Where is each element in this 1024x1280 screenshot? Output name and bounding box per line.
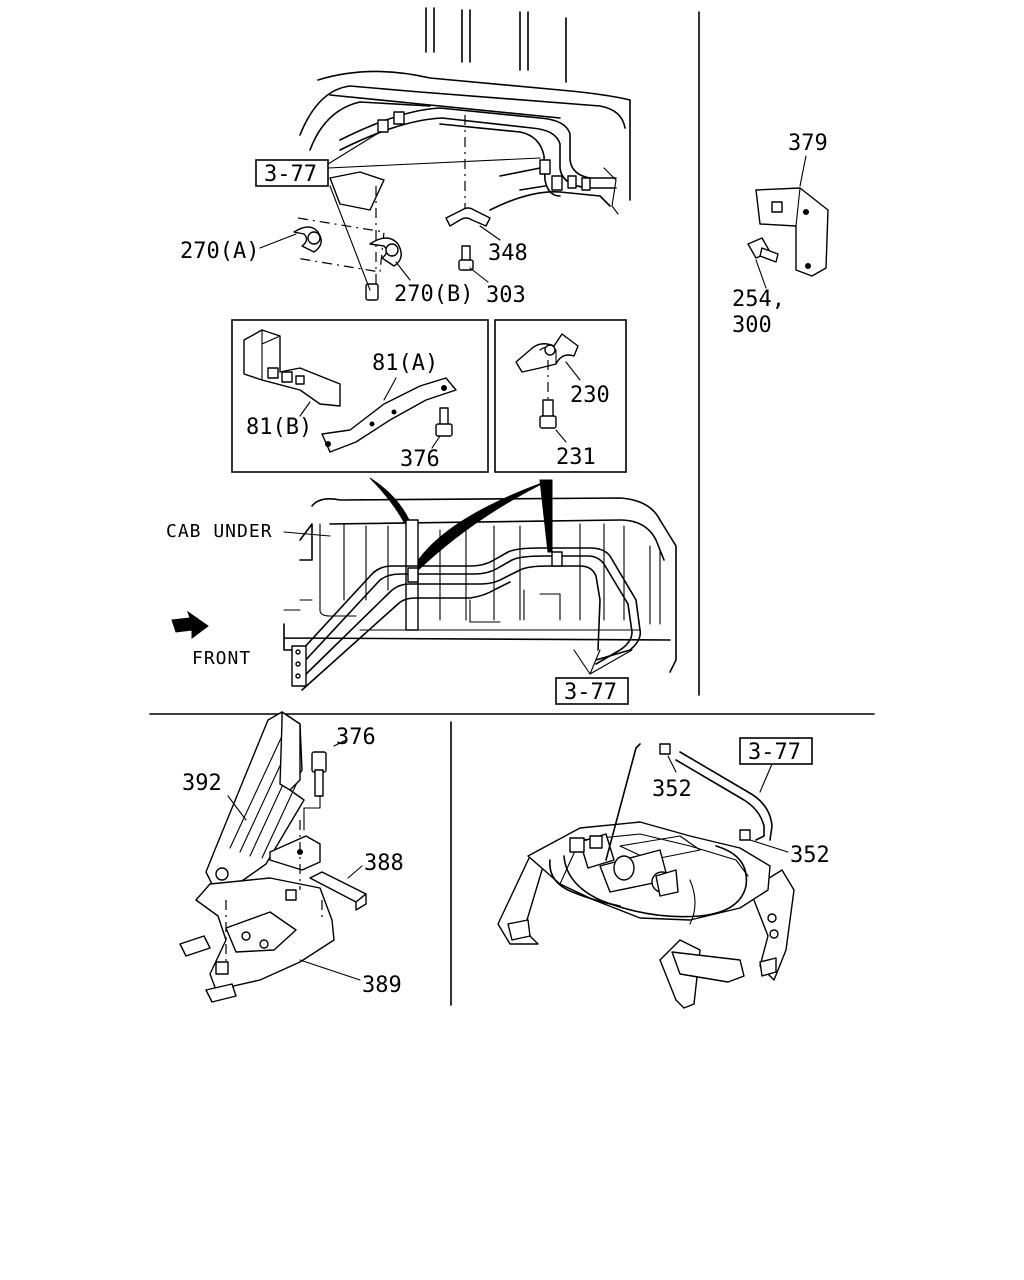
label-352-right: 352 [790,843,830,868]
clamp-348-part [445,207,491,227]
ref-3-77-top-left[interactable]: 3-77 [255,159,329,187]
label-270a: 270(A) [180,239,259,264]
leader-379 [799,155,807,187]
clip-270a-part [293,226,322,253]
cab-under-view [283,497,677,691]
leaders-bottom-left [227,739,363,981]
ref-3-77-cab-under-text: 3-77 [564,680,617,705]
ref-3-77-bottom-right-text: 3-77 [748,740,801,765]
bracket-bolt-part [365,283,379,301]
leader-254 [755,259,767,289]
label-231: 231 [556,445,596,470]
pedal-assembly [179,711,367,1003]
inset-box-clamp-230 [494,319,627,473]
label-392: 392 [182,771,222,796]
inset-pointers [369,477,553,573]
cab-floor-pipe-assembly [295,7,631,300]
label-81b: 81(B) [246,415,312,440]
valve-frame-assembly [497,743,795,1009]
leaders-bottom-right [667,755,789,853]
bolt-303-part [458,245,474,271]
label-cab-under: CAB UNDER [166,521,273,542]
label-230: 230 [570,383,610,408]
bolt-254-part [747,237,779,263]
ref-3-77-top-left-text: 3-77 [264,162,317,187]
ref-3-77-bottom-right[interactable]: 3-77 [739,737,813,765]
label-388: 388 [364,851,404,876]
clip-270b-part [369,237,402,267]
front-arrow-icon [171,610,209,639]
inset-box-bracket-81 [231,319,489,473]
bracket-379-part [755,187,829,277]
label-352-top: 352 [652,777,692,802]
label-376: 376 [336,725,376,750]
leader-cab-under [283,531,331,537]
label-376-inset: 376 [400,447,440,472]
label-270b: 270(B) [394,282,473,307]
label-379: 379 [788,131,828,156]
section-dividers [149,11,875,1006]
label-389: 389 [362,973,402,998]
label-303: 303 [486,283,526,308]
label-81a: 81(A) [372,351,438,376]
label-300: 300 [732,313,772,338]
label-254: 254, [732,287,785,312]
ref-3-77-cab-under[interactable]: 3-77 [555,677,629,705]
label-348: 348 [488,241,528,266]
leader-lines-top-left [259,131,541,291]
label-front: FRONT [192,648,251,669]
